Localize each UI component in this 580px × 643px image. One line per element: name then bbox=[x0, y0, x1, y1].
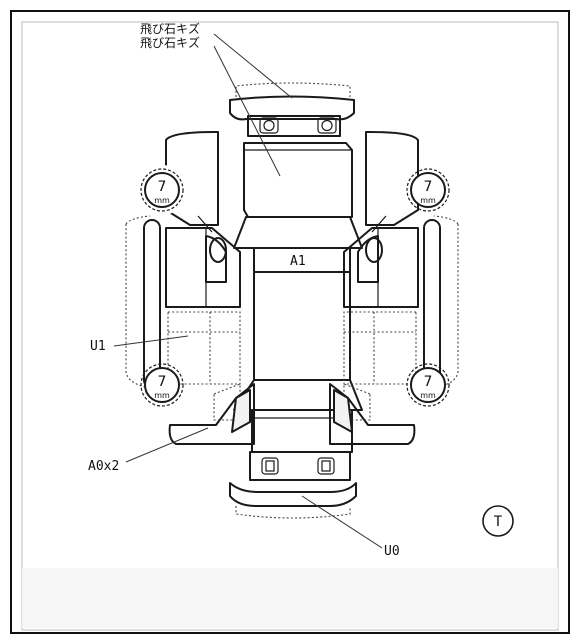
damage-label-stone-chip: 飛び石キズ bbox=[140, 21, 200, 36]
transmission-badge: T bbox=[482, 505, 514, 537]
hood-panel[interactable] bbox=[243, 142, 353, 218]
left-running-board[interactable] bbox=[143, 219, 161, 389]
damage-label-rear-bumper: U0 bbox=[384, 544, 400, 559]
tire-depth-unit: mm bbox=[420, 391, 436, 400]
leader-line bbox=[113, 335, 189, 347]
sheet-border bbox=[10, 10, 570, 634]
tire-depth-value: 7 bbox=[424, 179, 433, 195]
leader-line bbox=[213, 45, 281, 177]
tire-rear-right[interactable]: 7 mm bbox=[406, 363, 450, 407]
tire-depth-unit: mm bbox=[154, 391, 170, 400]
tire-depth-unit: mm bbox=[420, 196, 436, 205]
damage-label-roof: A1 bbox=[290, 254, 306, 269]
tire-rear-left[interactable]: 7 mm bbox=[140, 363, 184, 407]
rear-panel[interactable] bbox=[249, 451, 351, 481]
right-side-body[interactable] bbox=[329, 131, 459, 445]
tire-depth-unit: mm bbox=[154, 196, 170, 205]
leader-line bbox=[301, 495, 383, 549]
tire-depth-value: 7 bbox=[158, 374, 167, 390]
damage-label-left-side: U1 bbox=[90, 339, 106, 354]
front-bumper[interactable] bbox=[229, 82, 355, 121]
leader-line bbox=[125, 427, 209, 463]
tire-depth-value: 7 bbox=[158, 179, 167, 195]
rear-bumper[interactable] bbox=[229, 482, 357, 519]
badge-letter: T bbox=[494, 514, 503, 530]
tire-front-left[interactable]: 7 mm bbox=[137, 165, 187, 215]
damage-label-stone-chip: 飛び石キズ bbox=[140, 35, 200, 50]
inner-border bbox=[21, 21, 559, 631]
windshield[interactable] bbox=[233, 216, 363, 249]
footer-band bbox=[22, 568, 558, 628]
tire-depth-value: 7 bbox=[424, 374, 433, 390]
right-running-board[interactable] bbox=[423, 219, 441, 389]
damage-label-left-lower: A0x2 bbox=[88, 459, 119, 474]
front-grille[interactable] bbox=[247, 115, 341, 137]
tire-front-right[interactable]: 7 mm bbox=[406, 168, 450, 212]
leader-line bbox=[213, 33, 293, 99]
